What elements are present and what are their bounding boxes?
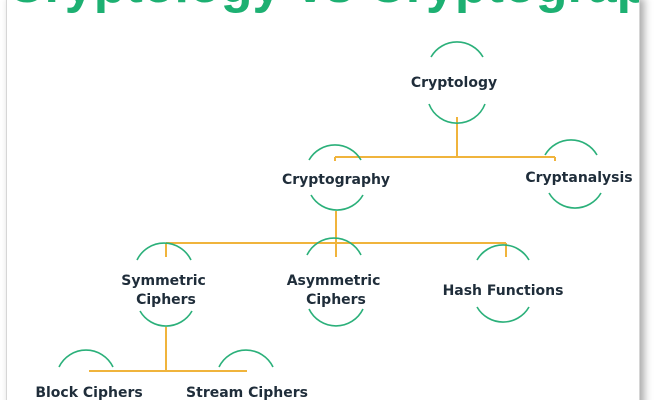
node-symmetric-line-2: Ciphers [136, 292, 196, 308]
arc-symmetric-bottom [139, 310, 193, 327]
arc-asymmetric-top [306, 237, 362, 256]
arc-symmetric-top [136, 242, 192, 261]
node-asymmetric-ciphers: Asymmetric Ciphers [287, 273, 386, 308]
node-cryptanalysis: Cryptanalysis [525, 170, 632, 186]
connectors [89, 117, 556, 372]
node-arcs [58, 41, 602, 368]
node-stream-ciphers: Stream Ciphers [186, 385, 308, 400]
node-cryptology: Cryptology [411, 75, 497, 91]
page-title: Cryptology vs Cryptography [7, 0, 639, 15]
arc-cryptology-top [430, 41, 484, 58]
hierarchy-diagram: Cryptology Cryptography Cryptanalysis Sy… [35, 41, 633, 400]
node-asymmetric-line-1: Asymmetric [287, 273, 381, 289]
arc-block-top [58, 349, 114, 368]
node-block-ciphers: Block Ciphers [35, 385, 142, 400]
arc-cryptography-bottom [310, 194, 364, 211]
node-hash-functions: Hash Functions [443, 283, 564, 299]
arc-cryptanalysis-top [544, 139, 598, 156]
arc-asymmetric-bottom [308, 308, 364, 327]
arc-hash-bottom [476, 306, 530, 323]
node-symmetric-line-1: Symmetric [121, 273, 206, 289]
arc-stream-top [218, 349, 274, 368]
node-asymmetric-line-2: Ciphers [306, 292, 366, 308]
arc-cryptography-top [308, 144, 362, 161]
diagram-frame: Cryptology vs Cryptography [6, 0, 640, 400]
arc-cryptology-bottom [428, 103, 486, 125]
arc-cryptanalysis-bottom [548, 192, 602, 209]
arc-hash-top [476, 244, 530, 261]
node-cryptography: Cryptography [282, 172, 390, 188]
node-symmetric-ciphers: Symmetric Ciphers [121, 273, 210, 308]
